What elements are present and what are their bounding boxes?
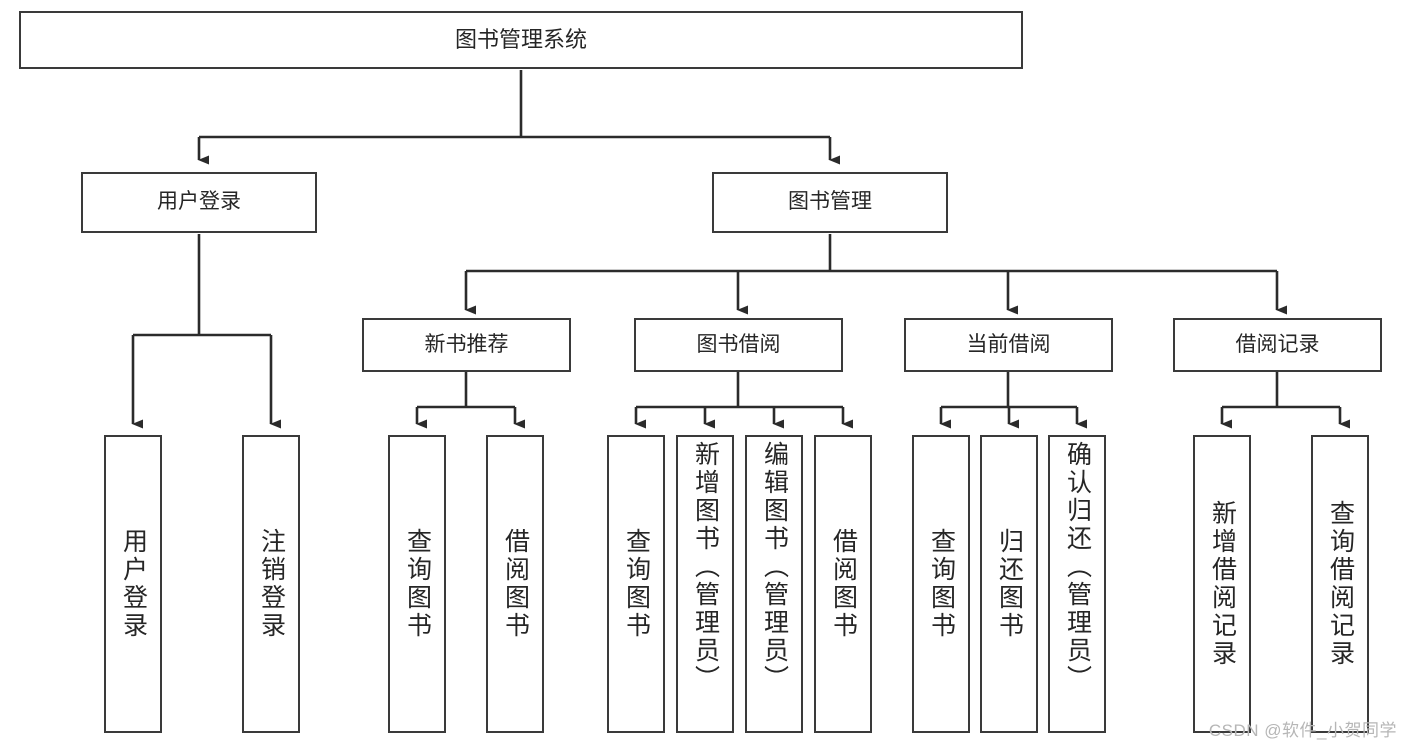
node-label: 新书推荐 — [424, 332, 509, 356]
leaf-query-book-current[interactable]: 查询图书 — [912, 435, 970, 733]
node-label: 编辑图书（管理员） — [760, 441, 789, 693]
leaf-add-borrow-record[interactable]: 新增借阅记录 — [1193, 435, 1251, 733]
node-label: 查询图书 — [622, 528, 651, 640]
leaf-logout-login[interactable]: 注销登录 — [242, 435, 300, 733]
leaf-add-book-admin[interactable]: 新增图书（管理员） — [676, 435, 734, 733]
leaf-query-book-recommend[interactable]: 查询图书 — [388, 435, 446, 733]
node-label: 归还图书 — [995, 528, 1024, 640]
node-label: 确认归还（管理员） — [1063, 441, 1092, 693]
csdn-watermark: CSDN @软件_小贺同学 — [1208, 721, 1397, 740]
node-label: 借阅图书 — [501, 528, 530, 640]
node-root-system[interactable]: 图书管理系统 — [19, 11, 1023, 69]
node-label: 图书管理系统 — [454, 27, 587, 53]
node-label: 用户登录 — [157, 190, 241, 214]
node-current-borrow[interactable]: 当前借阅 — [904, 318, 1113, 372]
leaf-borrow-book-recommend[interactable]: 借阅图书 — [486, 435, 544, 733]
node-label: 注销登录 — [257, 528, 286, 640]
node-user-login[interactable]: 用户登录 — [81, 172, 317, 233]
node-label: 用户登录 — [119, 528, 148, 640]
node-label: 图书借阅 — [696, 332, 781, 356]
leaf-confirm-return-admin[interactable]: 确认归还（管理员） — [1048, 435, 1106, 733]
node-label: 借阅记录 — [1235, 332, 1320, 356]
node-label: 查询借阅记录 — [1326, 500, 1355, 668]
node-label: 新增借阅记录 — [1208, 500, 1237, 668]
node-book-borrow[interactable]: 图书借阅 — [634, 318, 843, 372]
node-label: 新增图书（管理员） — [691, 441, 720, 693]
leaf-query-book-borrow[interactable]: 查询图书 — [607, 435, 665, 733]
leaf-borrow-book[interactable]: 借阅图书 — [814, 435, 872, 733]
node-new-book-recommend[interactable]: 新书推荐 — [362, 318, 571, 372]
leaf-user-login[interactable]: 用户登录 — [104, 435, 162, 733]
node-label: 图书管理 — [788, 190, 872, 214]
node-label: 查询图书 — [403, 528, 432, 640]
node-label: 查询图书 — [927, 528, 956, 640]
node-label: 借阅图书 — [829, 528, 858, 640]
node-label: 当前借阅 — [966, 332, 1051, 356]
node-book-management[interactable]: 图书管理 — [712, 172, 948, 233]
leaf-return-book[interactable]: 归还图书 — [980, 435, 1038, 733]
leaf-query-borrow-record[interactable]: 查询借阅记录 — [1311, 435, 1369, 733]
node-borrow-record[interactable]: 借阅记录 — [1173, 318, 1382, 372]
leaf-edit-book-admin[interactable]: 编辑图书（管理员） — [745, 435, 803, 733]
